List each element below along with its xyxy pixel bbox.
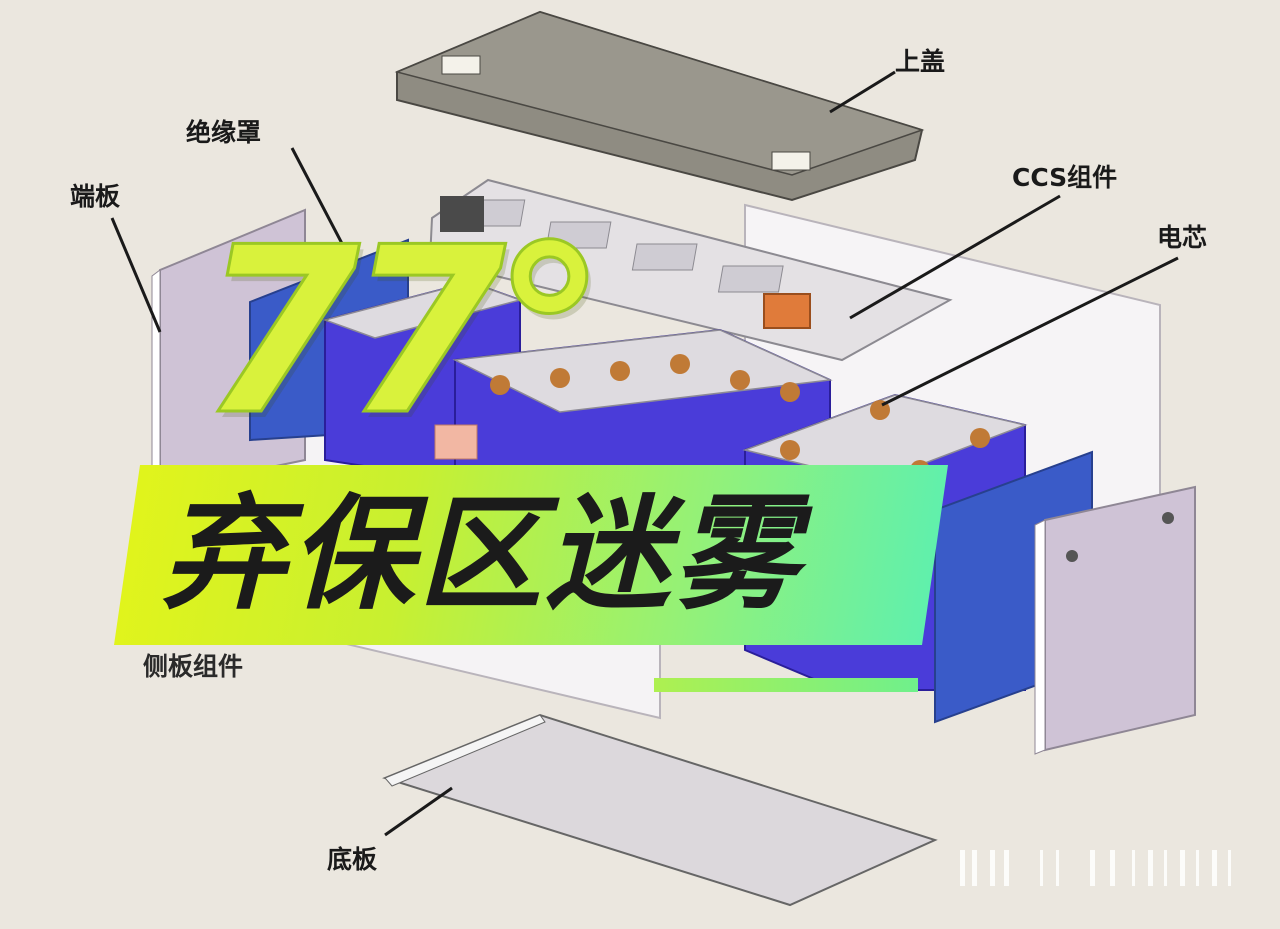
label-side-plate-assembly: 侧板组件 — [143, 652, 244, 681]
headline-number: 77° — [198, 199, 608, 466]
accent-bar — [654, 678, 918, 692]
label-ccs-assembly: CCS组件 — [1012, 163, 1118, 192]
label-cell: 电芯 — [1157, 223, 1208, 252]
label-insulation-cover: 绝缘罩 — [186, 118, 262, 147]
ccs-busbars — [459, 199, 784, 293]
leader-lines — [110, 70, 1179, 837]
label-lid: 上盖 — [895, 47, 946, 76]
right-end-plate-edge — [1034, 519, 1046, 755]
right-end-plate — [1044, 485, 1196, 752]
top-lid-face — [394, 11, 925, 176]
left-end-plate-edge — [151, 269, 161, 495]
headline-banner — [114, 465, 948, 645]
ccs-connector — [440, 196, 484, 232]
banner-text: 弃保区迷雾 — [162, 483, 803, 627]
label-end-plate: 端板 — [70, 182, 121, 211]
label-bottom-plate: 底板 — [327, 845, 378, 874]
ccs-terminal-copper — [763, 293, 811, 329]
